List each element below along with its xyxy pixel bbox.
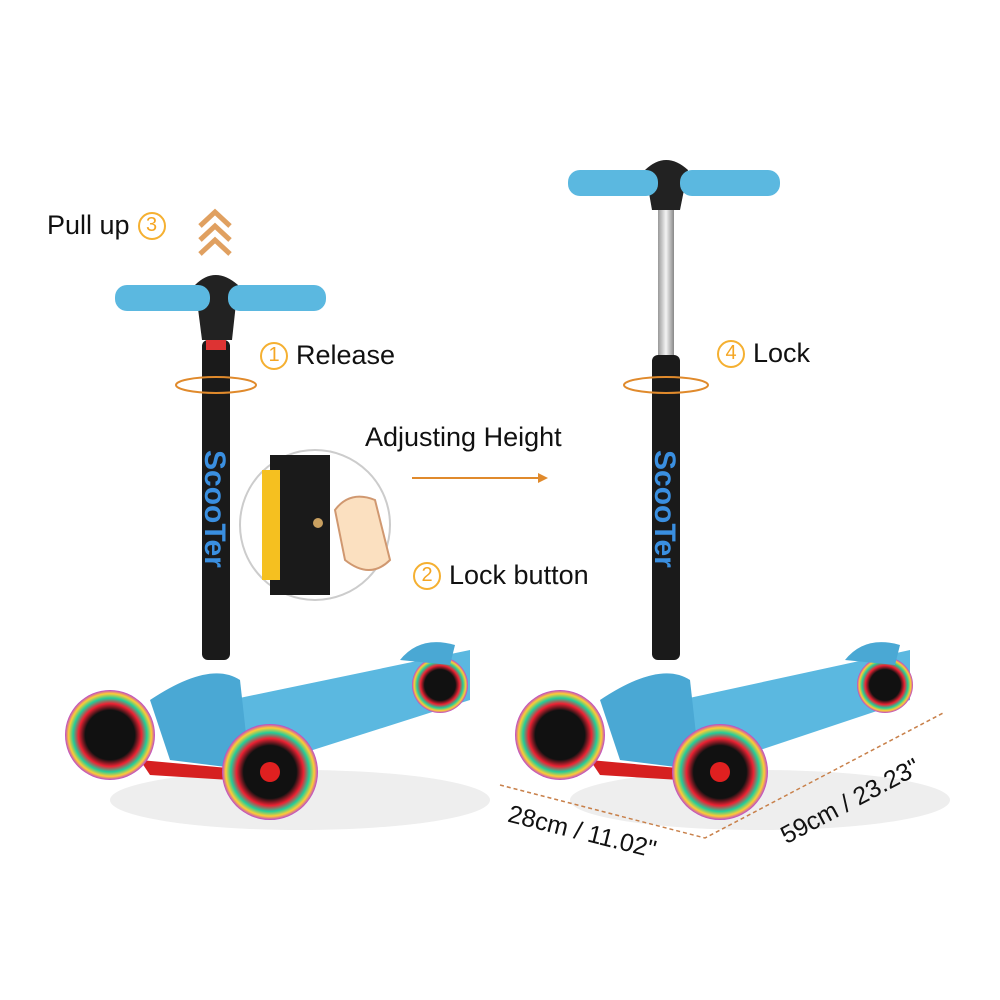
right-grip: [228, 285, 326, 311]
pull-up-arrows: [198, 208, 232, 256]
lock-button-inset: [239, 449, 392, 601]
center-label: Adjusting Height: [365, 422, 562, 452]
scooter-collapsed: ScooTer: [65, 208, 490, 830]
step-text: Lock button: [449, 560, 589, 590]
step-number-badge: 2: [413, 561, 441, 590]
step-text: Release: [296, 340, 396, 370]
step-1-label: 1 Release: [260, 340, 395, 371]
step-text: Pull up: [47, 210, 130, 240]
step-number-badge: 3: [137, 211, 166, 240]
stem: [652, 355, 680, 660]
step-number-badge: 1: [260, 341, 288, 370]
front-wheel-left: [515, 690, 605, 780]
front-wheel-left: [65, 690, 155, 780]
hand-icon: [333, 495, 392, 571]
rear-wheel: [412, 657, 468, 713]
rear-wheel: [857, 657, 913, 713]
dimension-lines: [499, 711, 946, 839]
stem: [202, 340, 230, 660]
left-grip: [568, 170, 658, 196]
step-4-label: 4 Lock: [717, 338, 810, 369]
step-text: Lock: [753, 338, 811, 368]
right-grip: [680, 170, 780, 196]
scooter-extended: ScooTer: [515, 160, 950, 830]
step-3-label: Pull up 3: [47, 210, 166, 241]
extended-tube: [658, 200, 674, 360]
left-grip: [115, 285, 210, 311]
stem-brand: ScooTer: [198, 450, 231, 568]
stem-brand: ScooTer: [648, 450, 681, 568]
step-number-badge: 4: [717, 339, 745, 368]
step-2-label: 2 Lock button: [413, 560, 589, 591]
